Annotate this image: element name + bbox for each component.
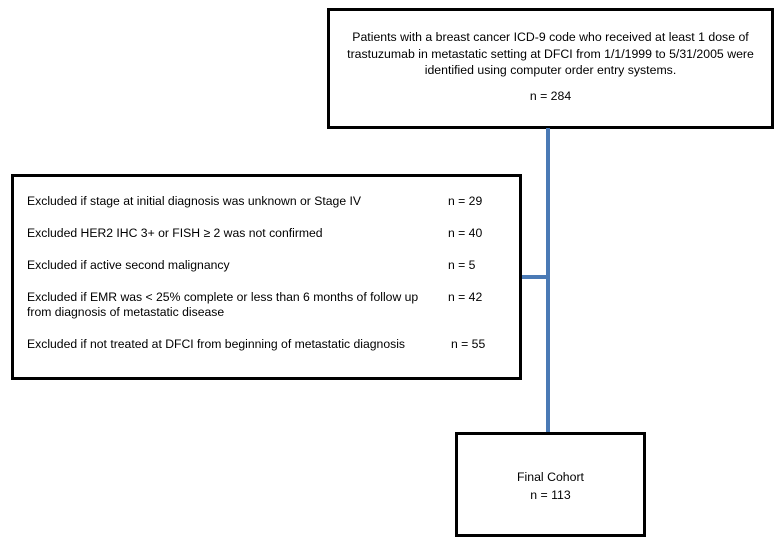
exclusion-row: Excluded if active second malignancy n =…: [27, 258, 511, 290]
exclusion-count: n = 40: [448, 226, 483, 240]
exclusion-count: n = 5: [448, 258, 476, 272]
exclusion-label: Excluded if stage at initial diagnosis w…: [27, 194, 361, 208]
exclusion-label: Excluded if not treated at DFCI from beg…: [27, 337, 406, 351]
exclusions-box: Excluded if stage at initial diagnosis w…: [11, 174, 522, 380]
exclusion-row: Excluded if EMR was < 25% complete or le…: [27, 290, 511, 337]
final-cohort-box: Final Cohort n = 113: [455, 432, 646, 537]
exclusion-row: Excluded HER2 IHC 3+ or FISH ≥ 2 was not…: [27, 226, 511, 258]
final-cohort-title: Final Cohort: [517, 470, 584, 484]
exclusion-label: Excluded if active second malignancy: [27, 258, 230, 272]
enrollment-description: Patients with a breast cancer ICD-9 code…: [347, 30, 754, 77]
exclusion-count: n = 55: [451, 337, 486, 351]
exclusion-row-list: Excluded if stage at initial diagnosis w…: [27, 194, 511, 369]
exclusion-count: n = 42: [448, 290, 483, 304]
enrollment-count: n = 284: [529, 89, 572, 103]
enrollment-box: Patients with a breast cancer ICD-9 code…: [327, 8, 774, 129]
exclusion-row: Excluded if stage at initial diagnosis w…: [27, 194, 511, 226]
exclusion-row: Excluded if not treated at DFCI from beg…: [27, 337, 511, 369]
exclusion-label: Excluded if EMR was < 25% complete or le…: [27, 290, 419, 319]
connector-vertical-line: [546, 128, 550, 434]
exclusion-label: Excluded HER2 IHC 3+ or FISH ≥ 2 was not…: [27, 226, 323, 240]
final-cohort-count: n = 113: [530, 488, 571, 502]
connector-exclusion-branch: [519, 275, 548, 279]
exclusion-count: n = 29: [448, 194, 483, 208]
final-cohort-text: Final Cohort n = 113: [458, 468, 643, 504]
